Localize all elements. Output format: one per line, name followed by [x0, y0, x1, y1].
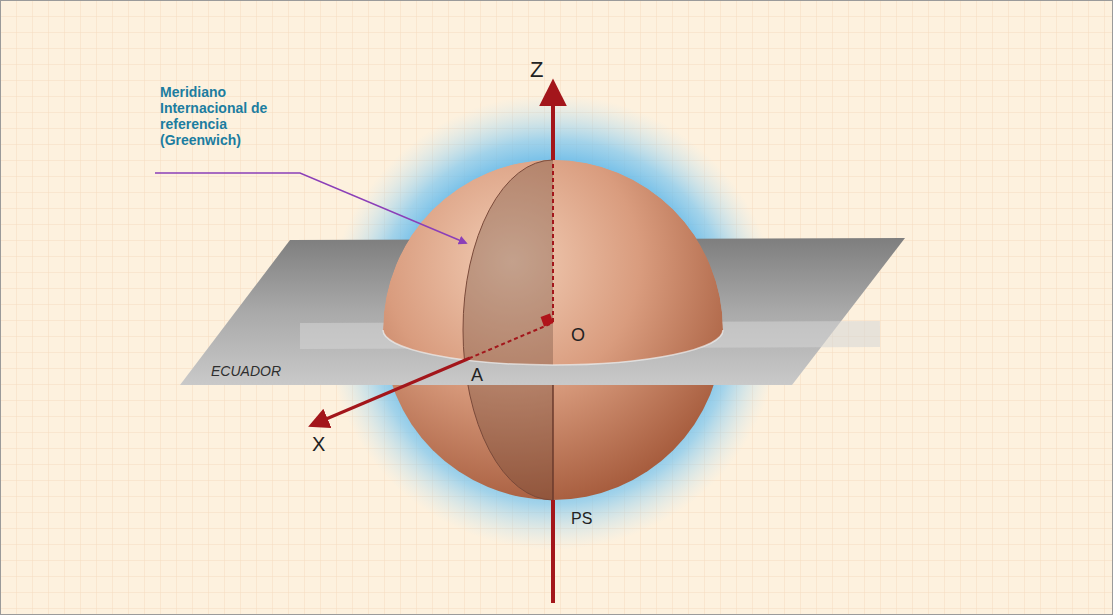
pole-label: PS	[571, 510, 592, 528]
axis-label-holder: Z	[530, 58, 543, 82]
earth-sphere-cap	[383, 160, 723, 500]
atmosphere-halo	[325, 94, 781, 550]
x-axis	[312, 358, 470, 425]
northern-cap	[383, 160, 723, 500]
z-axis-hidden	[552, 163, 554, 322]
axis-label: Z	[530, 58, 543, 82]
point-label: O	[571, 326, 585, 346]
equator-line	[383, 330, 723, 365]
plane-label: ECUADOR	[211, 364, 281, 379]
z-axis	[551, 84, 555, 160]
meridian-shade	[463, 160, 553, 500]
pole-label-holder: PS	[571, 510, 592, 528]
x-axis-hidden	[470, 324, 550, 358]
point-label-holder: O	[571, 326, 585, 346]
callout-text-holder: Meridiano Internacional de referencia (G…	[160, 84, 280, 148]
greenwich-meridian	[463, 160, 553, 500]
right-angle-mark	[541, 314, 554, 327]
meridian-edge	[552, 385, 554, 500]
plane-label-holder: ECUADOR	[211, 364, 281, 379]
earth-sphere	[383, 160, 723, 500]
point-label-holder: A	[471, 366, 483, 386]
axis-label-holder: X	[312, 433, 325, 455]
point-label: A	[471, 366, 483, 386]
callout-text: Meridiano Internacional de referencia (G…	[160, 84, 280, 148]
z-axis	[551, 500, 555, 603]
axis-label: X	[312, 433, 325, 455]
leader-line	[155, 173, 466, 243]
